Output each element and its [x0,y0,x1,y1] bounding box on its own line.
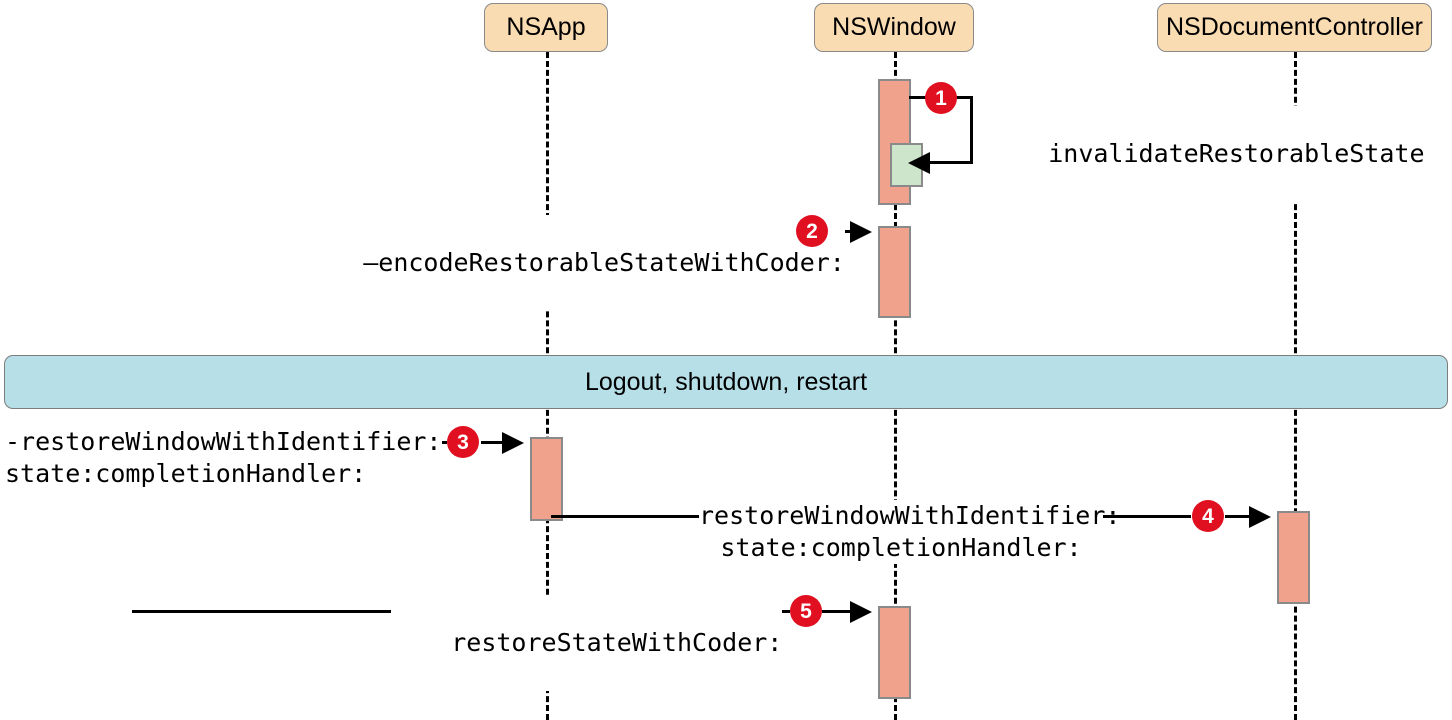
message-1-label-text: invalidateRestorableState [1048,139,1425,168]
message-3-label-line2: state:completionHandler: [5,459,367,488]
message-4-line-b [1102,515,1191,518]
step-badge-3-label: 3 [457,430,469,454]
activation-nswindow-5 [878,606,911,699]
message-1-line-bottom [928,161,973,164]
step-badge-5: 5 [790,595,822,627]
message-4-line-c [1225,515,1249,518]
message-4-label-line1: restoreWindowWithIdentifier: [699,501,1121,530]
message-1-arrowhead [908,152,930,174]
activation-nswindow-2 [878,226,911,318]
message-3-label-line1: -restoreWindowWithIdentifier: [5,427,442,456]
lifeline-header-nsdoccontroller[interactable]: NSDocumentController [1157,3,1432,52]
message-5-line-c [822,610,850,613]
message-2-label-text: —encodeRestorableStateWithCoder: [363,248,845,277]
lifeline-header-nsdoccontroller-label: NSDocumentController [1165,13,1424,41]
message-2-label: —encodeRestorableStateWithCoder: [303,215,845,311]
activation-nsdoccontroller-4 [1277,511,1310,604]
message-3-line-b [481,441,502,444]
step-badge-1-label: 1 [935,86,947,110]
message-5-arrowhead [850,601,872,623]
step-badge-2-label: 2 [806,219,818,243]
lifeline-header-nswindow-label: NSWindow [832,13,956,41]
activation-nsapp-3 [530,437,563,521]
event-band-label: Logout, shutdown, restart [584,367,868,396]
message-5-label: restoreStateWithCoder: [391,595,783,691]
lifeline-header-nsapp[interactable]: NSApp [484,3,608,52]
message-3-label: -restoreWindowWithIdentifier: state:compl… [5,426,442,490]
message-4-line [551,515,699,518]
message-2-arrowhead [850,221,872,243]
message-1-label: invalidateRestorableState [988,106,1425,202]
step-badge-5-label: 5 [800,599,812,623]
message-4-arrowhead [1249,506,1271,528]
message-5-label-text: restoreStateWithCoder: [451,628,783,657]
message-3-arrowhead [502,432,524,454]
lifeline-header-nswindow[interactable]: NSWindow [814,3,974,52]
event-band-logout-shutdown-restart: Logout, shutdown, restart [4,355,1448,409]
lifeline-header-nsapp-label: NSApp [506,13,586,41]
step-badge-4-label: 4 [1202,504,1214,528]
step-badge-3: 3 [447,426,479,458]
step-badge-1: 1 [925,82,957,114]
message-4-label: restoreWindowWithIdentifier: state:comple… [699,500,1120,564]
message-4-label-line2: state:completionHandler: [720,533,1082,562]
step-badge-2: 2 [796,215,828,247]
message-5-line [132,610,391,613]
message-1-line-right [970,96,973,164]
step-badge-4: 4 [1192,500,1224,532]
